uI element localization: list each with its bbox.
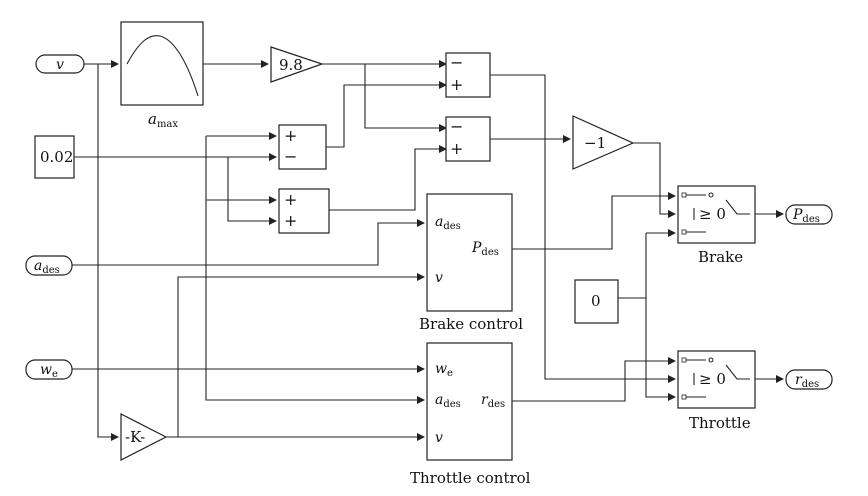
lookup-amax-main: a xyxy=(148,110,157,128)
output-port-pdes-sub: des xyxy=(802,214,819,225)
brake-control-out-main: P xyxy=(471,240,482,256)
output-port-rdes: rdes xyxy=(785,369,833,390)
output-port-rdes-main: r xyxy=(795,372,803,388)
input-port-ades-sub: des xyxy=(42,265,59,276)
input-port-we: we xyxy=(25,359,73,380)
constant-002: 0.02 xyxy=(34,135,75,179)
throttle-control-in-we-main: w xyxy=(435,361,447,377)
sum-block-3: + − xyxy=(278,124,327,170)
throttle-switch-caption: Throttle xyxy=(689,414,751,432)
sum3-minus: − xyxy=(284,147,297,166)
input-port-ades-main: a xyxy=(34,258,42,274)
sum-block-1: − + xyxy=(445,52,491,98)
brake-control-block: ades Pdes v Brake control xyxy=(419,193,523,333)
throttle-control-in-we-sub: e xyxy=(447,368,453,379)
input-port-we-main: w xyxy=(40,362,52,378)
throttle-switch: ≥ 0 Throttle xyxy=(677,350,756,432)
brake-control-in-ades-sub: des xyxy=(443,221,460,232)
svg-text:ades: ades xyxy=(435,214,461,232)
output-port-rdes-sub: des xyxy=(802,379,819,390)
brake-switch-caption: Brake xyxy=(698,248,743,266)
input-port-v: v xyxy=(35,54,85,74)
constant-zero: 0 xyxy=(574,279,619,324)
wires xyxy=(72,60,784,441)
sum1-minus: − xyxy=(450,53,463,72)
constant-002-label: 0.02 xyxy=(40,148,73,166)
brake-control-out-sub: des xyxy=(481,247,498,258)
sum2-minus: − xyxy=(450,117,463,136)
throttle-control-out-sub: des xyxy=(488,399,505,410)
output-port-pdes-main: P xyxy=(792,207,803,223)
svg-text:rdes: rdes xyxy=(481,392,505,410)
throttle-control-out-main: r xyxy=(481,392,489,408)
output-port-pdes: Pdes xyxy=(785,204,833,225)
svg-text:rdes: rdes xyxy=(795,372,819,390)
input-port-we-sub: e xyxy=(52,369,58,380)
lookup-amax-block: amax xyxy=(120,21,204,130)
throttle-control-caption: Throttle control xyxy=(410,469,531,487)
sum2-plus: + xyxy=(450,139,463,158)
gain-k-label: -K- xyxy=(125,428,145,446)
gain-98: 9.8 xyxy=(270,46,324,83)
svg-text:ades: ades xyxy=(34,258,60,276)
sum-block-4: + + xyxy=(278,188,330,234)
brake-control-caption: Brake control xyxy=(419,315,523,333)
svg-text:Pdes: Pdes xyxy=(471,240,499,258)
sum1-plus: + xyxy=(450,75,463,94)
throttle-control-block: we ades rdes v Throttle control xyxy=(410,342,531,487)
svg-text:ades: ades xyxy=(435,392,461,410)
sum4-plus-bottom: + xyxy=(284,211,297,230)
gain-neg1-label: −1 xyxy=(584,134,606,152)
lookup-amax-sub: max xyxy=(157,119,178,130)
throttle-switch-criterion: ≥ 0 xyxy=(699,370,726,388)
svg-text:Pdes: Pdes xyxy=(792,207,820,225)
svg-text:amax: amax xyxy=(148,110,178,130)
sum-block-2: − + xyxy=(445,116,491,162)
throttle-control-in-v: v xyxy=(435,430,443,446)
gain-98-label: 9.8 xyxy=(279,56,303,74)
sum4-plus-top: + xyxy=(284,190,297,209)
constant-zero-label: 0 xyxy=(591,292,601,310)
svg-text:we: we xyxy=(435,361,453,379)
brake-switch: ≥ 0 Brake xyxy=(677,185,756,266)
throttle-control-in-ades-main: a xyxy=(435,392,443,408)
gain-k: -K- xyxy=(120,413,168,461)
gain-neg1: −1 xyxy=(572,115,635,170)
brake-switch-criterion: ≥ 0 xyxy=(699,205,726,223)
brake-control-in-v: v xyxy=(435,270,443,286)
input-port-ades: ades xyxy=(25,255,73,276)
sum3-plus: + xyxy=(284,126,297,145)
throttle-control-in-ades-sub: des xyxy=(443,399,460,410)
brake-control-in-ades-main: a xyxy=(435,214,443,230)
input-port-v-label: v xyxy=(56,57,64,73)
svg-text:we: we xyxy=(40,362,58,380)
